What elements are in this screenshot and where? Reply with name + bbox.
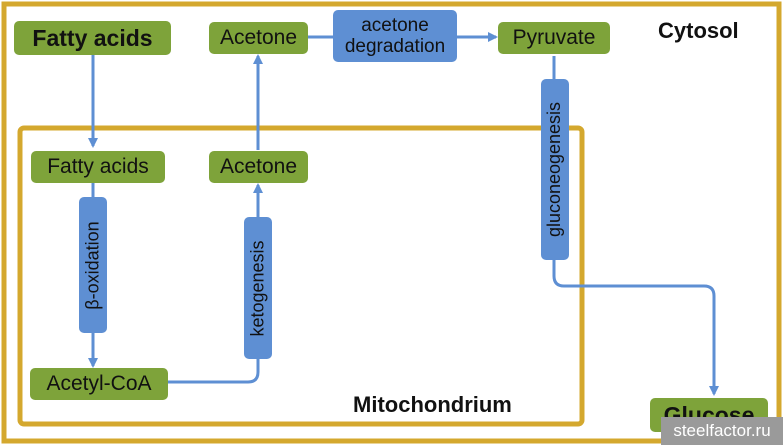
- watermark: steelfactor.ru: [661, 417, 783, 445]
- gluconeogenesis-text: gluconeogenesis: [544, 101, 565, 238]
- beta-oxidation-text: β-oxidation: [82, 220, 103, 310]
- ketogenesis-text: ketogenesis: [247, 239, 268, 337]
- acetone-degradation-line1: acetone: [361, 15, 429, 36]
- pyruvate-node: Pyruvate: [498, 22, 610, 54]
- fatty-acids-cytosol-node: Fatty acids: [14, 21, 171, 55]
- acetone-mito-node: Acetone: [209, 151, 308, 183]
- beta-oxidation-label: β-oxidation: [79, 197, 107, 333]
- mitochondrion-border: [17, 125, 585, 427]
- acetone-degradation-label: acetone degradation: [333, 10, 457, 62]
- ketogenesis-label: ketogenesis: [244, 217, 272, 359]
- mitochondrion-label: Mitochondrium: [353, 392, 512, 417]
- gluconeogenesis-label: gluconeogenesis: [541, 79, 569, 260]
- acetone-cytosol-node: Acetone: [209, 22, 308, 54]
- arrow-ketogenesis: [168, 183, 263, 384]
- acetyl-coa-node: Acetyl-CoA: [30, 368, 168, 400]
- acetone-degradation-line2: degradation: [344, 36, 446, 57]
- fatty-acids-mito-node: Fatty acids: [31, 151, 165, 183]
- cytosol-label: Cytosol: [658, 18, 739, 43]
- arrow-gluconeogenesis: [552, 56, 719, 396]
